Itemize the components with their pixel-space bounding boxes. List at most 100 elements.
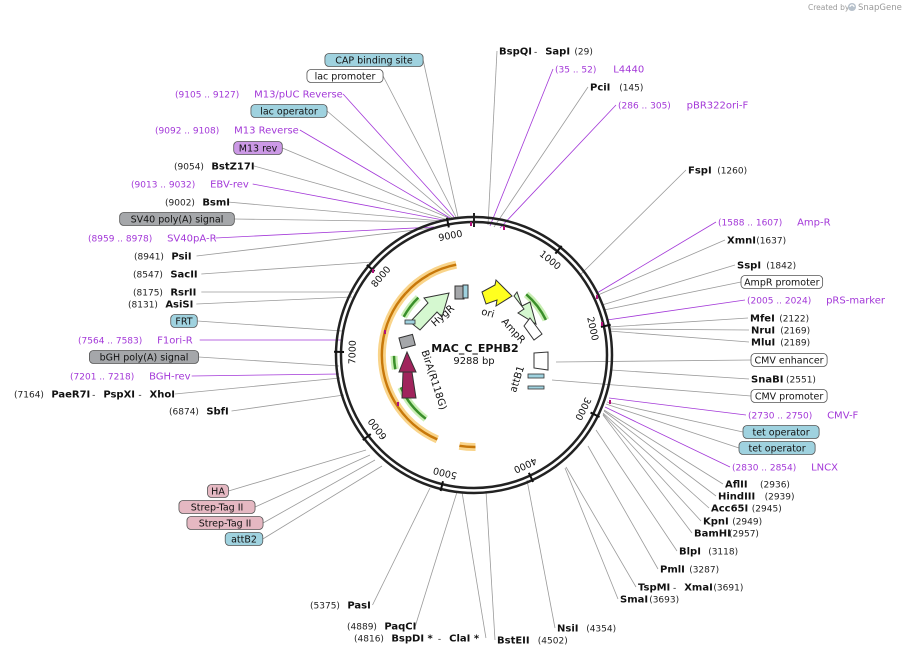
site-label-bsmi: (9002)BsmI bbox=[165, 198, 230, 209]
site-name2: XmaI bbox=[684, 583, 713, 594]
site-pos: (9105 .. 9127) bbox=[175, 91, 239, 101]
feature-label-text: tet operator bbox=[748, 444, 805, 455]
leader-line bbox=[601, 264, 736, 306]
leader-lines bbox=[174, 50, 752, 641]
site-pos: (2169) bbox=[780, 327, 810, 337]
site-label-strep1: Strep-Tag II bbox=[178, 500, 256, 514]
leader-line bbox=[487, 50, 498, 226]
site-label-tetop2: tet operator bbox=[738, 441, 816, 455]
primer-site-mark bbox=[470, 222, 472, 226]
site-label-snabi: SnaBI(2551) bbox=[751, 375, 816, 386]
tick-label: 2000 bbox=[584, 316, 600, 342]
tick-label: 4000 bbox=[512, 455, 539, 475]
separator-dash: - bbox=[534, 48, 537, 58]
leader-line bbox=[608, 317, 749, 328]
leader-line bbox=[201, 261, 374, 275]
site-name: pRS-marker bbox=[826, 296, 886, 307]
site-name: Acc65I bbox=[711, 504, 748, 515]
feature-label-box bbox=[250, 104, 328, 118]
site-pos: (35 .. 52) bbox=[555, 66, 596, 76]
leader-line bbox=[234, 218, 441, 223]
feature-arc bbox=[402, 296, 420, 318]
site-pos: (4354) bbox=[586, 625, 616, 635]
site-pos: (2122) bbox=[779, 315, 809, 325]
site-name2: ClaI * bbox=[449, 634, 480, 645]
leader-line bbox=[596, 221, 717, 294]
site-pos: (2945) bbox=[752, 505, 782, 515]
feature-label-box bbox=[186, 516, 264, 530]
site-label-lacprom: lac promoter bbox=[306, 69, 384, 83]
site-label-m13rev-box: M13 rev bbox=[233, 141, 283, 155]
leader-line bbox=[254, 454, 371, 508]
primer-site-mark bbox=[609, 400, 611, 404]
site-pos: (8131) bbox=[128, 301, 158, 311]
site-label-frt: FRT bbox=[170, 314, 198, 328]
site-pos: (3287) bbox=[689, 566, 719, 576]
leader-line bbox=[227, 201, 442, 222]
site-pos: (2005 .. 2024) bbox=[747, 297, 811, 307]
site-label-mfei: MfeI (2122) bbox=[750, 314, 809, 325]
site-name: BamHI bbox=[694, 529, 731, 540]
site-pos: (9002) bbox=[165, 199, 195, 209]
attb1-label: attB1 bbox=[508, 365, 527, 394]
feature-label-box bbox=[119, 212, 235, 226]
site-label-blpi: BlpI(3118) bbox=[679, 547, 738, 558]
feature-label-box bbox=[740, 275, 824, 289]
site-pos: (9092 .. 9108) bbox=[155, 127, 219, 137]
leader-line bbox=[174, 377, 341, 395]
site-label-acc65i: Acc65I (2945) bbox=[711, 504, 782, 515]
site-label-pcii: PciI(145) bbox=[590, 83, 643, 94]
attb1-box bbox=[527, 373, 545, 379]
site-pos: (2949) bbox=[732, 518, 762, 528]
leader-line bbox=[606, 401, 744, 433]
site-label-lncx: (2830 .. 2854)LNCX bbox=[732, 463, 838, 474]
site-label-m13puc: (9105 .. 9127)M13/pUC Reverse bbox=[175, 90, 343, 101]
site-label-cmvf: (2730 .. 2750)CMV-F bbox=[748, 411, 859, 422]
site-label-mlui: MluI(2189) bbox=[751, 338, 810, 349]
site-label-nsii: NsiI(4354) bbox=[557, 624, 616, 635]
frt-box bbox=[404, 319, 416, 325]
site-pos: (7564 .. 7583) bbox=[78, 337, 142, 347]
site-label-nrui: NruI(2169) bbox=[751, 326, 810, 337]
feature-label-box bbox=[738, 441, 816, 455]
site-name: FspI bbox=[688, 166, 712, 177]
site-pos: (7201 .. 7218) bbox=[70, 373, 134, 383]
separator-dash: - bbox=[138, 391, 141, 401]
tick-mark bbox=[590, 411, 600, 418]
site-name: L4440 bbox=[613, 65, 644, 76]
site-label-lacop: lac operator bbox=[250, 104, 328, 118]
leader-line bbox=[191, 373, 340, 377]
site-label-f1ori: (7564 .. 7583)F1ori-R bbox=[78, 336, 193, 347]
site-name: SnaBI bbox=[751, 375, 783, 386]
site-pos: (6874) bbox=[169, 408, 199, 418]
tick-mark bbox=[439, 481, 444, 492]
site-label-l4440: (35 .. 52) L4440 bbox=[555, 65, 644, 76]
site-pos: (3118) bbox=[708, 548, 738, 558]
site-name: BGH-rev bbox=[149, 372, 191, 383]
site-pos: (3691) bbox=[713, 584, 743, 594]
leader-line bbox=[197, 320, 343, 332]
leader-line bbox=[603, 409, 724, 485]
site-label-paer7i: (7164)PaeR7I-PspXI-XhoI bbox=[14, 390, 175, 401]
site-label-ampr-prom: AmpR promoter bbox=[740, 275, 824, 289]
feature-arc bbox=[459, 444, 476, 449]
site-pos: (4816) bbox=[354, 635, 384, 645]
site-label-fspi: FspI(1260) bbox=[688, 166, 747, 177]
site-label-bspqi: BspQI-SapI(29) bbox=[499, 47, 593, 58]
site-pos: (286 .. 305) bbox=[618, 102, 671, 112]
feature-label-box bbox=[742, 425, 820, 439]
feature-label-text: tet operator bbox=[752, 428, 809, 439]
site-pos: (2939) bbox=[765, 493, 795, 503]
feature-label-text: CMV promoter bbox=[755, 392, 824, 403]
site-label-kpni: KpnI(2949) bbox=[703, 517, 762, 528]
site-name: SacII bbox=[170, 270, 197, 281]
feature-arc bbox=[525, 293, 548, 321]
lac-box bbox=[462, 284, 469, 299]
primer-site-mark bbox=[372, 269, 374, 273]
snapgene-logo bbox=[848, 3, 856, 11]
site-label-sacii: (8547)SacII bbox=[133, 270, 198, 281]
backbone-outer-strand bbox=[334, 215, 614, 495]
site-name: MfeI bbox=[750, 314, 775, 325]
site-name: BspQI bbox=[499, 47, 532, 58]
